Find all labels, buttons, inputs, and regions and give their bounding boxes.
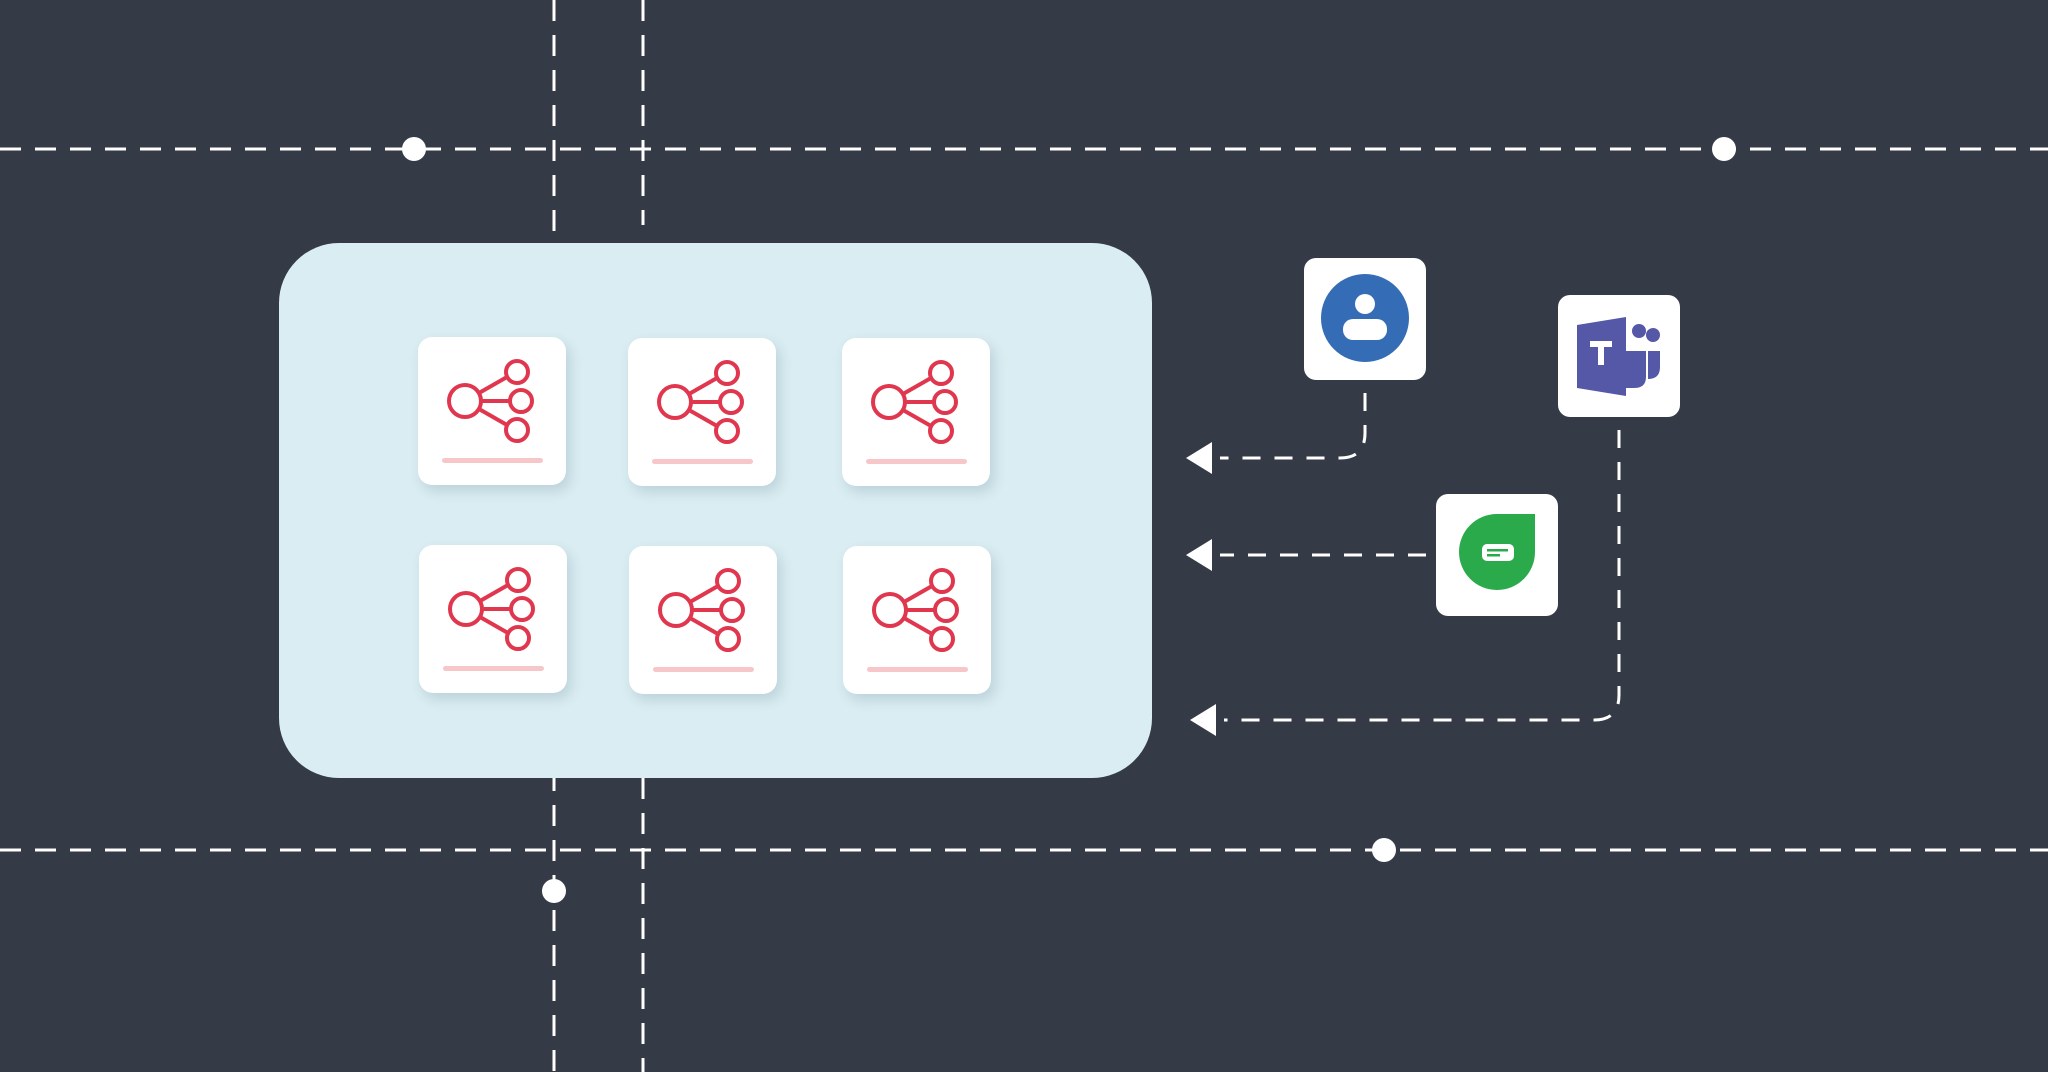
card-underline bbox=[867, 667, 968, 672]
arrow-left-icon bbox=[1190, 704, 1216, 736]
card-underline bbox=[866, 459, 967, 464]
share-nodes-icon bbox=[443, 567, 544, 671]
connector-contacts bbox=[1220, 393, 1367, 460]
teams-app-tile[interactable] bbox=[1558, 295, 1680, 417]
share-nodes-icon bbox=[866, 360, 967, 464]
arrow-left-icon bbox=[1186, 442, 1212, 474]
chat-app-tile[interactable] bbox=[1436, 494, 1558, 616]
card-underline bbox=[652, 459, 753, 464]
share-nodes-icon bbox=[653, 568, 754, 672]
teams-icon bbox=[1577, 317, 1660, 396]
grid-dot bbox=[1712, 137, 1736, 161]
integration-panel bbox=[279, 243, 1152, 778]
card-underline bbox=[442, 458, 543, 463]
connector-teams bbox=[1224, 430, 1621, 722]
grid-dot bbox=[402, 137, 426, 161]
card-underline bbox=[443, 666, 544, 671]
share-nodes-icon bbox=[867, 568, 968, 672]
contacts-app-tile[interactable] bbox=[1304, 258, 1426, 380]
share-card[interactable] bbox=[419, 545, 567, 693]
share-nodes-icon bbox=[652, 360, 753, 464]
share-nodes-icon bbox=[442, 359, 543, 463]
contacts-icon bbox=[1321, 274, 1409, 362]
arrow-left-icon bbox=[1186, 539, 1212, 571]
share-card[interactable] bbox=[628, 338, 776, 486]
share-card[interactable] bbox=[418, 337, 566, 485]
share-card[interactable] bbox=[629, 546, 777, 694]
card-underline bbox=[653, 667, 754, 672]
share-card[interactable] bbox=[842, 338, 990, 486]
chat-bubble-icon bbox=[1459, 514, 1535, 590]
grid-dot bbox=[1372, 838, 1396, 862]
share-card[interactable] bbox=[843, 546, 991, 694]
grid-dot bbox=[542, 879, 566, 903]
